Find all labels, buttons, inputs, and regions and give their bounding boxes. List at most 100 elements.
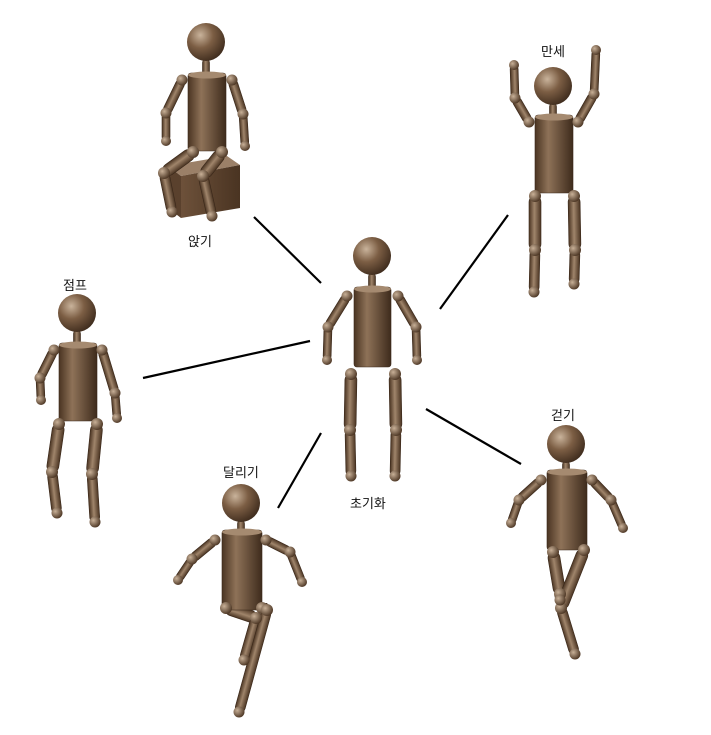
shin-left — [528, 249, 541, 293]
shin-left — [47, 471, 62, 514]
hand — [112, 413, 122, 423]
connector-walk — [425, 408, 522, 465]
hand — [618, 523, 628, 533]
arm-joint — [341, 290, 353, 302]
arm-joint — [186, 553, 198, 565]
figure-walk — [506, 425, 628, 660]
arm-joint — [392, 290, 404, 302]
foot — [568, 278, 580, 290]
hip-joint — [345, 368, 357, 380]
arm-joint — [605, 494, 617, 506]
hip-joint — [216, 146, 228, 158]
hip-joint — [547, 546, 559, 558]
hip-joint — [568, 190, 580, 202]
arm-joint — [284, 546, 296, 558]
figure-sit — [158, 23, 250, 222]
hand — [591, 45, 601, 55]
hip-joint — [220, 602, 232, 614]
shin-right — [389, 429, 402, 477]
thigh-left — [528, 195, 542, 251]
foot — [89, 516, 101, 528]
head — [353, 237, 391, 275]
hip-joint — [53, 418, 65, 430]
foot — [51, 507, 63, 519]
label-jump: 점프 — [63, 279, 87, 294]
knee-joint — [344, 424, 356, 436]
thigh-left — [46, 423, 65, 473]
torso — [221, 529, 263, 611]
arm-joint — [160, 107, 172, 119]
hand — [297, 577, 307, 587]
torso-top — [59, 341, 97, 349]
label-walk: 걷기 — [551, 409, 575, 424]
head — [58, 294, 96, 332]
hand — [322, 355, 332, 365]
head — [547, 425, 585, 463]
figure-run — [173, 484, 307, 718]
knee-joint — [197, 170, 209, 182]
foot — [238, 654, 250, 666]
knee-joint — [86, 468, 98, 480]
arm-joint — [588, 88, 600, 100]
torso — [187, 72, 227, 152]
torso-top — [188, 71, 226, 79]
shin-right — [557, 607, 579, 655]
torso-top — [535, 113, 573, 121]
torso — [58, 342, 98, 422]
hip-joint — [578, 544, 590, 556]
foot — [528, 286, 540, 298]
arm-joint — [523, 116, 535, 128]
arm-joint — [226, 74, 238, 86]
hip-joint — [91, 418, 103, 430]
hip-joint — [187, 146, 199, 158]
arm-joint — [322, 321, 334, 333]
torso — [546, 469, 588, 551]
connector-jump — [142, 339, 311, 380]
connector-hurray — [439, 214, 509, 310]
thigh-right — [388, 373, 403, 431]
foot — [569, 648, 581, 660]
connector-lines — [142, 214, 522, 509]
arm-joint — [176, 74, 188, 86]
label-run: 달리기 — [223, 466, 259, 481]
hip-joint — [529, 190, 541, 202]
hand — [509, 60, 519, 70]
hand — [36, 395, 46, 405]
arm-joint — [237, 108, 249, 120]
arm-joint — [209, 534, 221, 546]
hip-joint — [389, 368, 401, 380]
head — [534, 67, 572, 105]
label-initial: 초기화 — [350, 497, 386, 512]
shin-left — [344, 429, 357, 477]
head — [222, 484, 260, 522]
figure-initial — [322, 237, 422, 482]
foot — [554, 594, 566, 606]
head — [187, 23, 225, 61]
hand — [161, 136, 171, 146]
knee-joint — [158, 167, 170, 179]
forearm-right — [589, 49, 601, 95]
thigh-right — [567, 195, 582, 251]
thigh-left — [343, 373, 358, 431]
arm-joint — [34, 372, 46, 384]
shin-right — [87, 473, 100, 523]
arm-right — [98, 349, 119, 394]
foot — [389, 470, 401, 482]
torso — [534, 114, 574, 194]
arm-joint — [410, 321, 422, 333]
arm-joint — [535, 474, 547, 486]
arm-joint — [572, 116, 584, 128]
torso-top — [547, 468, 587, 476]
hand — [173, 575, 183, 585]
label-sit: 앉기 — [188, 235, 212, 250]
arm-joint — [260, 534, 272, 546]
connector-sit — [253, 216, 322, 284]
arm-joint — [513, 494, 525, 506]
hand — [240, 141, 250, 151]
knee-joint — [261, 604, 273, 616]
foot — [233, 706, 245, 718]
hand — [506, 518, 516, 528]
hand — [412, 355, 422, 365]
arm-joint — [48, 344, 60, 356]
